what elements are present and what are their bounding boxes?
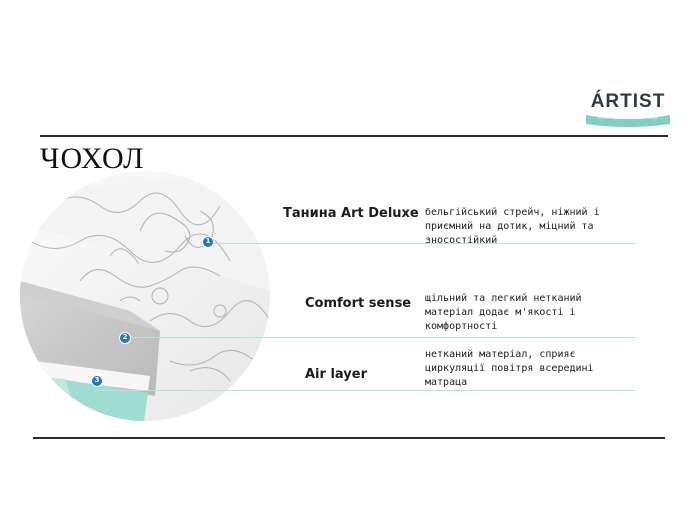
leader-line-2 (125, 337, 636, 338)
page-title: ЧОХОЛ (40, 142, 145, 175)
layer-marker-2: 2 (119, 332, 131, 344)
logo-tagline: ART OF SLEEPING (598, 115, 658, 121)
layer-name-1: Танина Art Deluxe (283, 206, 419, 221)
logo-ribbon (586, 115, 670, 127)
brand-logo: ÁRTIST ART OF SLEEPING (582, 92, 674, 128)
layer-name-2: Comfort sense (305, 296, 412, 311)
leader-line-1 (210, 243, 636, 244)
logo-wordmark: ÁRTIST (590, 91, 666, 112)
top-divider (40, 135, 668, 137)
layer-name-3: Air layer (305, 367, 367, 382)
bottom-divider (33, 437, 665, 439)
layer-marker-1: 1 (202, 236, 214, 248)
mattress-cover-photo (20, 171, 270, 421)
layer-marker-3: 3 (91, 375, 103, 387)
leader-line-3 (97, 390, 636, 391)
